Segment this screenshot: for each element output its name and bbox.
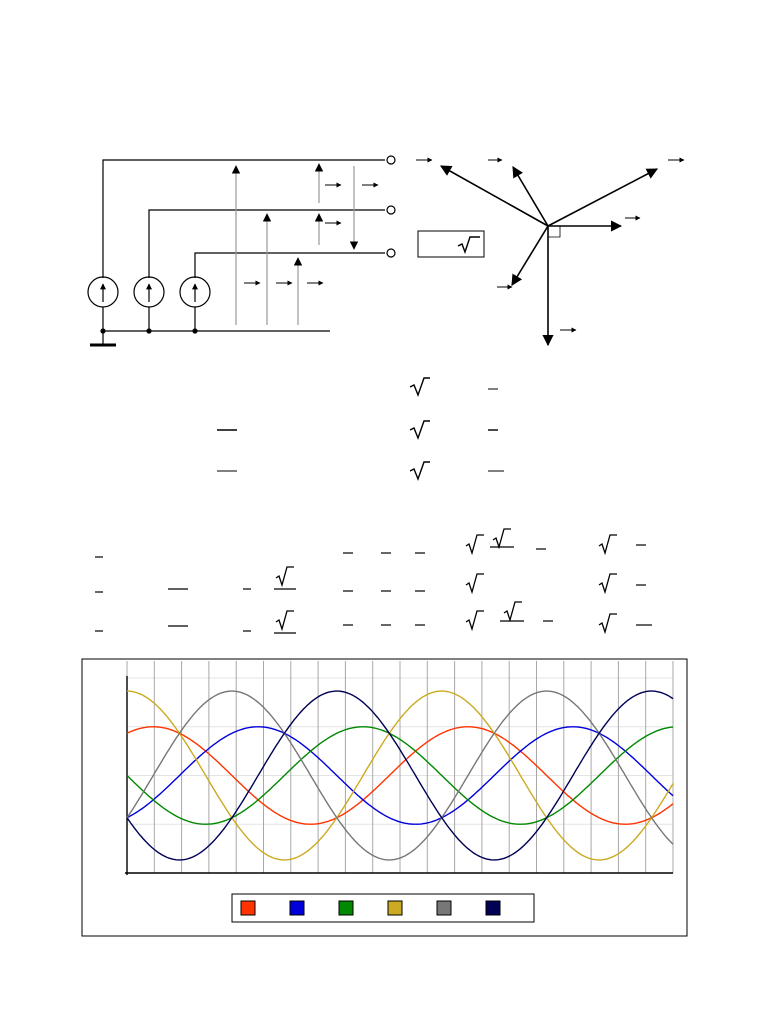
series-line-2	[126, 726, 674, 825]
legend-swatch-6	[485, 900, 501, 916]
voltage-arrows	[231, 163, 359, 325]
circuit-diagram	[87, 155, 396, 347]
current-source-2	[133, 276, 165, 308]
equations-block-2	[95, 528, 652, 635]
terminal-1	[386, 155, 396, 165]
legend-swatch-4	[387, 900, 403, 916]
terminal-3	[386, 248, 396, 258]
legend-box	[231, 893, 535, 923]
series-line-3	[126, 726, 674, 825]
terminal-2	[386, 205, 396, 215]
legend-swatch-2	[289, 900, 305, 916]
series-line-4	[127, 690, 674, 861]
legend-swatch-3	[338, 900, 354, 916]
series-line-1	[126, 726, 674, 825]
series-line-5	[126, 690, 674, 861]
legend-swatch-1	[240, 900, 256, 916]
equations-block-1	[217, 377, 504, 481]
chart-legend	[231, 893, 535, 923]
note-box	[417, 230, 485, 258]
series-line-6	[126, 690, 674, 861]
waveform-chart	[125, 661, 674, 875]
current-source-1	[87, 276, 119, 308]
label-arrows	[244, 157, 685, 333]
current-source-3	[179, 276, 211, 308]
legend-swatch-5	[436, 900, 452, 916]
phasor-diagram	[440, 165, 658, 347]
